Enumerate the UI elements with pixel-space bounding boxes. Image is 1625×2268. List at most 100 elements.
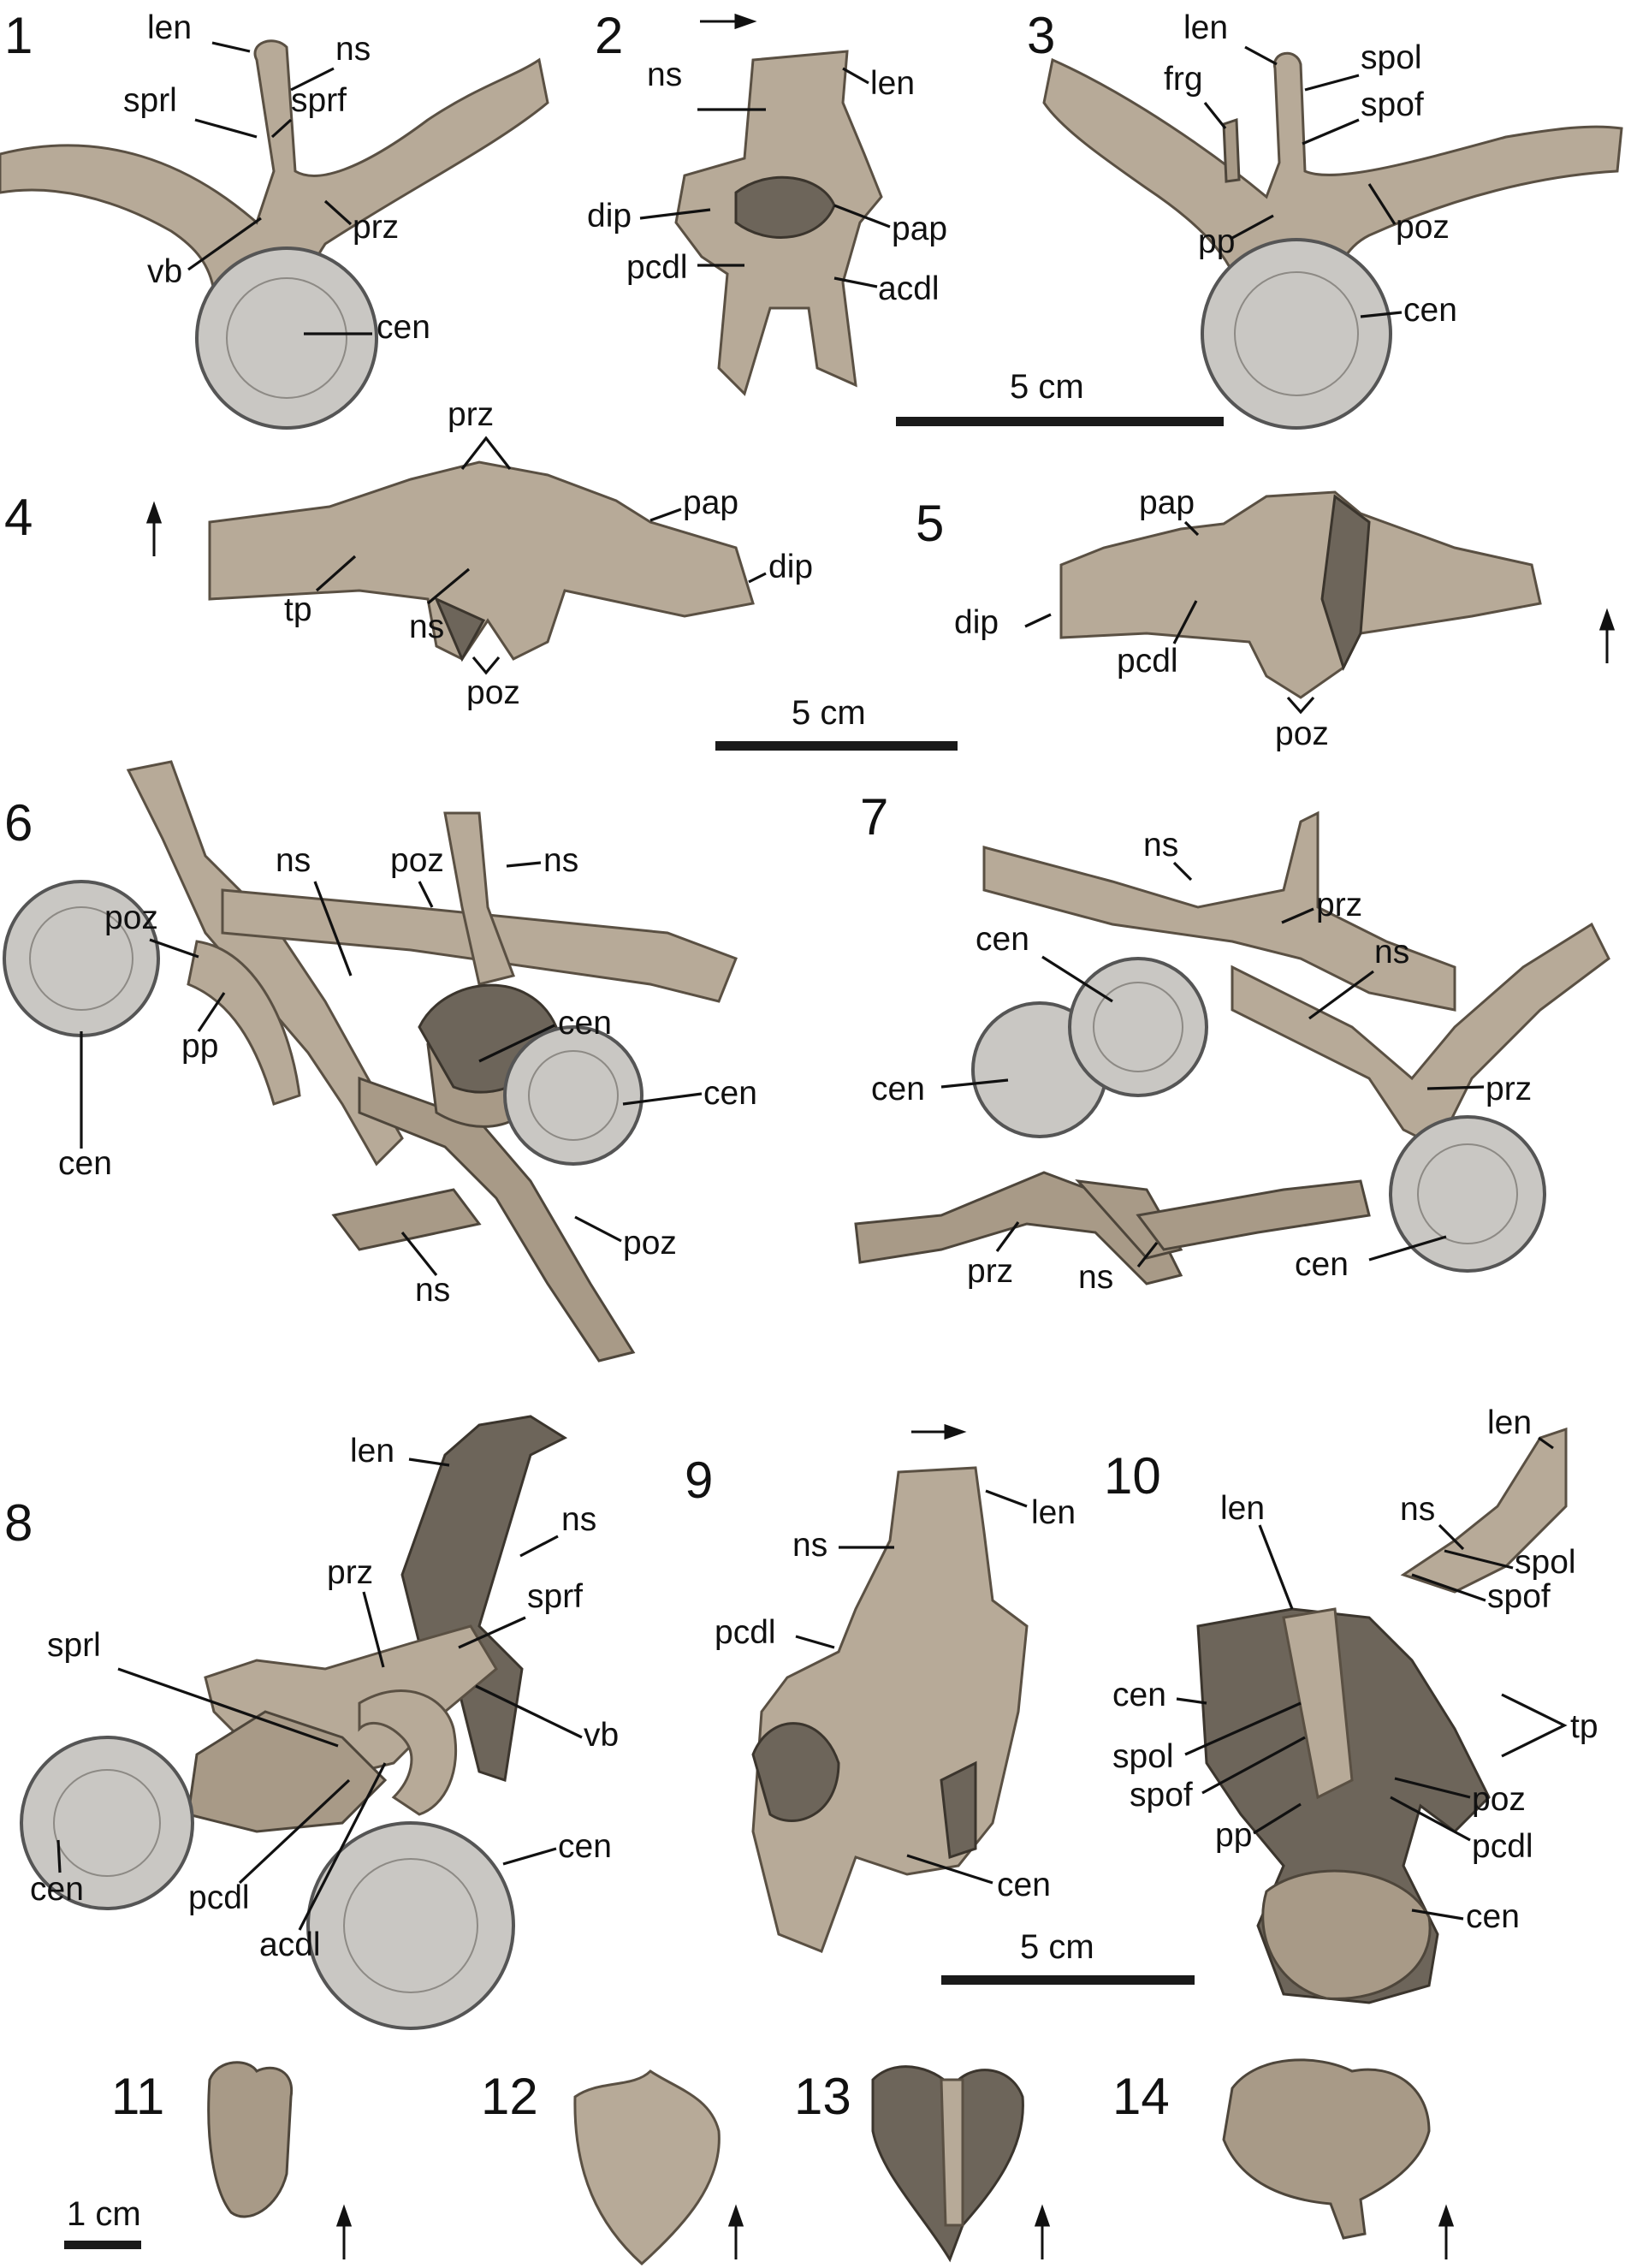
panel-13-number: 13 — [794, 2068, 851, 2125]
panel-14-number: 14 — [1112, 2068, 1170, 2125]
panel-7-specimen — [854, 810, 1610, 1285]
panel-10-label-poz: poz — [1472, 1781, 1526, 1818]
panel-10-number: 10 — [1104, 1447, 1161, 1505]
panel-4-label-tp: tp — [284, 591, 312, 628]
scale-bar-top: 5 cm — [896, 368, 1224, 426]
panel-9-label-ns: ns — [792, 1527, 827, 1564]
panel-3: 3 len spol frg spof poz pp cen — [1027, 7, 1623, 430]
panel-3-label-spof: spof — [1361, 86, 1424, 123]
panel-7-label-prz-top: prz — [1316, 887, 1362, 923]
panel-1-label-ns: ns — [335, 31, 371, 68]
panel-11-direction-arrow — [335, 2204, 353, 2259]
panel-9-label-cen: cen — [997, 1867, 1051, 1903]
panel-11-number: 11 — [111, 2068, 164, 2125]
panel-8-specimen — [20, 1415, 568, 2030]
panel-2-number: 2 — [595, 7, 623, 64]
panel-13-direction-arrow — [1034, 2204, 1051, 2259]
panel-8-label-prz: prz — [327, 1554, 373, 1591]
panel-4-label-dip: dip — [768, 549, 813, 585]
panel-8-label-cen-left: cen — [30, 1871, 84, 1908]
panel-5: 5 pap dip pcdl poz — [916, 484, 1616, 752]
panel-1-label-sprf: sprf — [291, 82, 347, 119]
panel-7-label-cen-upper: cen — [976, 921, 1029, 958]
panel-6-specimen — [3, 760, 738, 1363]
panel-3-specimen — [1042, 51, 1623, 430]
panel-12: 12 — [481, 2068, 744, 2266]
panel-14: 14 — [1112, 2058, 1455, 2259]
panel-6-label-cen-right: cen — [703, 1075, 757, 1112]
panel-14-direction-arrow — [1438, 2204, 1455, 2259]
panel-10: 10 len len ns spol spof cen tp spol spof… — [1104, 1404, 1598, 2004]
panel-13: 13 — [794, 2065, 1051, 2263]
panel-12-direction-arrow — [727, 2204, 744, 2259]
panel-10-label-pcdl: pcdl — [1472, 1828, 1533, 1865]
panel-4: 4 prz pap dip tp ns poz — [4, 396, 813, 711]
panel-10-label-len: len — [1220, 1490, 1265, 1527]
panel-10-label-spof-lower: spof — [1130, 1777, 1193, 1814]
panel-8-number: 8 — [4, 1494, 33, 1552]
scale-bar-top-label: 5 cm — [1010, 368, 1084, 406]
panel-4-number: 4 — [4, 489, 33, 546]
panel-7-label-prz-right: prz — [1486, 1071, 1532, 1107]
panel-6-label-ns-middle: ns — [276, 842, 311, 879]
panel-5-number: 5 — [916, 495, 944, 552]
panel-9-label-pcdl: pcdl — [715, 1614, 776, 1651]
panel-1-label-prz: prz — [353, 209, 399, 246]
panel-9-label-len: len — [1031, 1494, 1076, 1531]
panel-9-direction-arrow — [911, 1423, 967, 1440]
panel-10-label-ns: ns — [1400, 1491, 1435, 1528]
panel-6-label-pp: pp — [181, 1028, 218, 1065]
panel-7-label-cen-lower: cen — [1295, 1246, 1349, 1283]
panel-4-specimen — [208, 460, 755, 662]
scale-bar-lower: 5 cm — [941, 1928, 1195, 1985]
panel-2-label-len: len — [870, 65, 915, 102]
panel-8-label-cen-right: cen — [558, 1828, 612, 1865]
scale-bar-middle-label: 5 cm — [792, 694, 866, 732]
panel-8-label-len: len — [350, 1433, 394, 1469]
panel-13-highlight — [940, 2078, 964, 2227]
panel-7: 7 ns prz cen ns cen prz prz ns cen — [854, 788, 1610, 1296]
panel-10-specimen — [1196, 1427, 1568, 2004]
panel-10-label-tp: tp — [1570, 1708, 1598, 1745]
panel-2-direction-arrow — [700, 13, 757, 30]
panel-6: 6 poz ns poz ns cen cen pp cen poz ns — [3, 760, 757, 1363]
panel-11-specimen — [207, 2061, 294, 2218]
panel-2: 2 len ns dip pap pcdl acdl — [587, 7, 947, 396]
panel-4-label-poz: poz — [466, 674, 520, 711]
panel-8-label-ns: ns — [561, 1501, 596, 1538]
panel-2-label-acdl: acdl — [878, 270, 940, 307]
panel-5-label-poz: poz — [1275, 715, 1329, 752]
panel-2-label-ns: ns — [647, 56, 682, 93]
panel-1-number: 1 — [4, 7, 33, 64]
panel-10-label-spol-upper: spol — [1515, 1544, 1576, 1581]
panel-2-label-dip: dip — [587, 198, 632, 235]
panel-9-specimen — [751, 1466, 1029, 1953]
panel-4-label-prz: prz — [448, 396, 494, 433]
panel-5-label-pcdl: pcdl — [1117, 643, 1178, 680]
panel-3-label-spol: spol — [1361, 39, 1422, 76]
scale-bar-small-label: 1 cm — [67, 2195, 141, 2233]
scale-bar-lower-label: 5 cm — [1020, 1928, 1094, 1966]
panel-3-label-pp: pp — [1198, 223, 1235, 260]
panel-4-label-ns: ns — [409, 609, 444, 645]
scale-bar-small: 1 cm — [64, 2195, 141, 2249]
panel-5-label-dip: dip — [954, 604, 999, 641]
panel-10-label-cen-lower: cen — [1466, 1898, 1520, 1935]
panel-10-label-spof-upper: spof — [1487, 1578, 1551, 1615]
panel-12-number: 12 — [481, 2068, 538, 2125]
panel-7-label-cen-left: cen — [871, 1071, 925, 1107]
panel-8-label-vb: vb — [584, 1717, 619, 1754]
panel-5-label-pap: pap — [1139, 484, 1195, 521]
panel-10-label-cen-upper: cen — [1112, 1677, 1166, 1713]
panel-8-label-acdl: acdl — [259, 1927, 321, 1963]
panel-3-label-len: len — [1183, 9, 1228, 46]
panel-6-label-poz-upper: poz — [390, 842, 444, 879]
panel-8-label-pcdl: pcdl — [188, 1879, 250, 1916]
panel-1-label-vb: vb — [147, 253, 182, 290]
panel-10-label-len-top: len — [1487, 1404, 1532, 1441]
panel-8: 8 len prz ns sprf sprl vb cen pcdl acdl … — [4, 1415, 619, 2030]
panel-2-specimen — [674, 50, 883, 396]
panel-1-label-cen: cen — [377, 309, 430, 346]
panel-8-label-sprl: sprl — [47, 1627, 101, 1664]
